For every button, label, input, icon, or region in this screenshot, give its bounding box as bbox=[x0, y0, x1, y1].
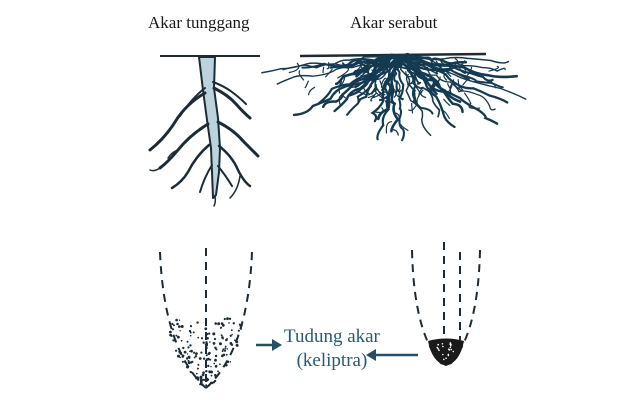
taproot-tip-outline bbox=[160, 248, 252, 388]
fibrous-tip-illustration bbox=[412, 242, 480, 368]
root-cap-label: Tudung akar bbox=[284, 325, 380, 349]
root-cap-callout: Tudung akar (keliptra) bbox=[284, 325, 380, 373]
fibrous-root-illustration bbox=[262, 54, 526, 140]
taproot-illustration bbox=[150, 56, 260, 206]
root-cap-sublabel: (keliptra) bbox=[284, 349, 380, 373]
fibrous-root-strands bbox=[262, 54, 526, 140]
taproot-tip-illustration bbox=[160, 248, 252, 388]
arrow-left-head bbox=[272, 339, 282, 351]
fibrous-root-cap bbox=[428, 339, 464, 367]
